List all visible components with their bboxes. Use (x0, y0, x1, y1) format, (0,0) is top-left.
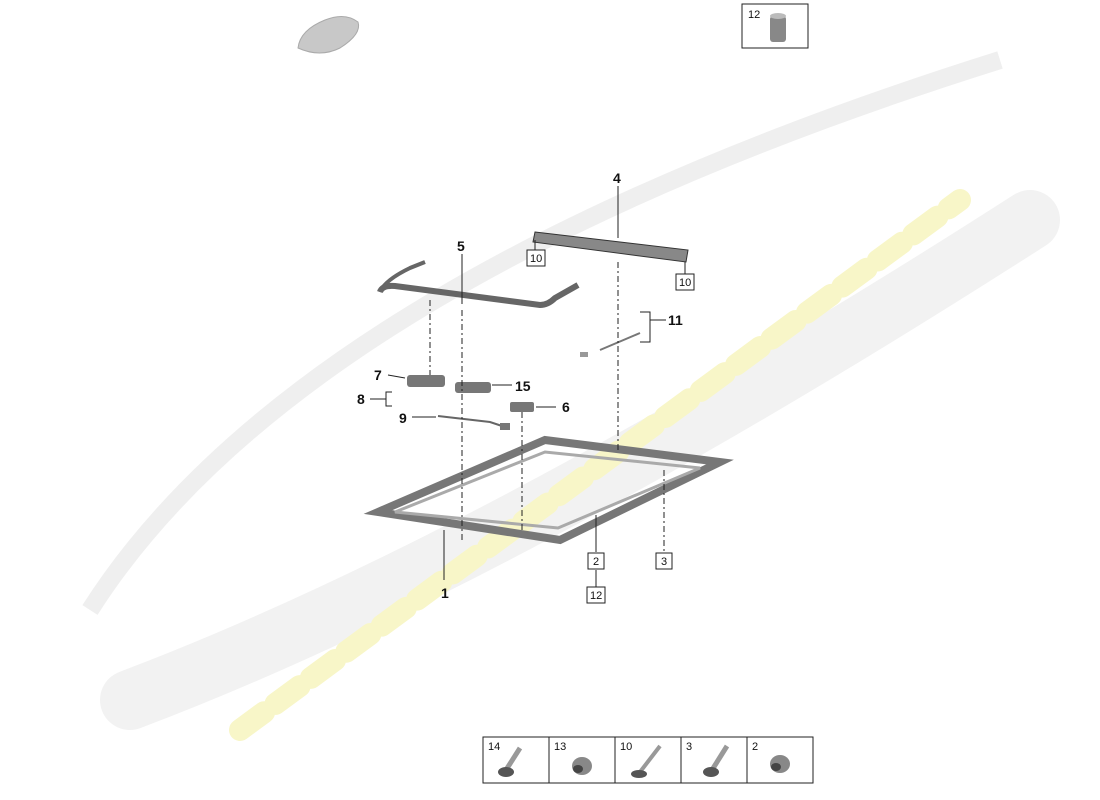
part-15-motor (455, 382, 491, 393)
part-9-cable (437, 415, 510, 430)
hardware-cell-2: 2 (752, 741, 790, 773)
callout-15: 15 (515, 378, 531, 394)
part-6-module (510, 402, 534, 412)
callout-4: 4 (613, 170, 621, 186)
flange-bolt-icon (703, 744, 730, 777)
leader-lines (370, 186, 686, 587)
top-ref-label: 12 (748, 9, 760, 21)
hardware-cell-14: 14 (488, 741, 523, 777)
flange-bolt-icon (498, 746, 523, 777)
nut-icon (572, 757, 592, 775)
boxed-ref-3: 3 (655, 552, 673, 570)
hardware-label: 14 (488, 741, 500, 753)
part-11-pins (580, 332, 641, 357)
callout-1: 1 (441, 585, 449, 601)
hardware-table: 14 13 10 3 2 (482, 736, 814, 784)
boxed-ref-label: 2 (593, 556, 599, 568)
nut-icon (770, 755, 790, 773)
callout-6: 6 (562, 399, 570, 415)
hardware-label: 13 (554, 741, 566, 753)
hardware-cell-13: 13 (554, 741, 592, 775)
screw-icon (631, 744, 662, 778)
callout-5: 5 (457, 238, 465, 254)
boxed-ref-label: 3 (661, 556, 667, 568)
boxed-ref-label: 10 (530, 253, 542, 265)
callout-7: 7 (374, 367, 382, 383)
boxed-ref-label: 12 (590, 590, 602, 602)
hardware-cell-10: 10 (620, 741, 662, 778)
callout-8: 8 (357, 391, 365, 407)
boxed-ref-12: 12 (586, 586, 606, 604)
boxed-ref-10a: 10 (526, 249, 546, 267)
hardware-label: 2 (752, 741, 758, 753)
watermark-logo (82, 51, 1060, 741)
car-thumbnail-icon (297, 16, 360, 54)
part-1-frame (363, 435, 734, 545)
part-7-motor (407, 375, 445, 387)
part-5-seal (377, 260, 580, 309)
hardware-label: 3 (686, 741, 692, 753)
boxed-ref-2: 2 (587, 552, 605, 570)
top-ref-box: 12 (741, 3, 809, 49)
paint-can-icon (770, 13, 786, 42)
callout-11: 11 (668, 312, 683, 328)
callout-9: 9 (399, 410, 407, 426)
boxed-ref-label: 10 (679, 277, 691, 289)
hardware-cell-3: 3 (686, 741, 730, 777)
part-4-deflector (532, 231, 689, 263)
boxed-ref-10b: 10 (675, 273, 695, 291)
hardware-label: 10 (620, 741, 632, 753)
